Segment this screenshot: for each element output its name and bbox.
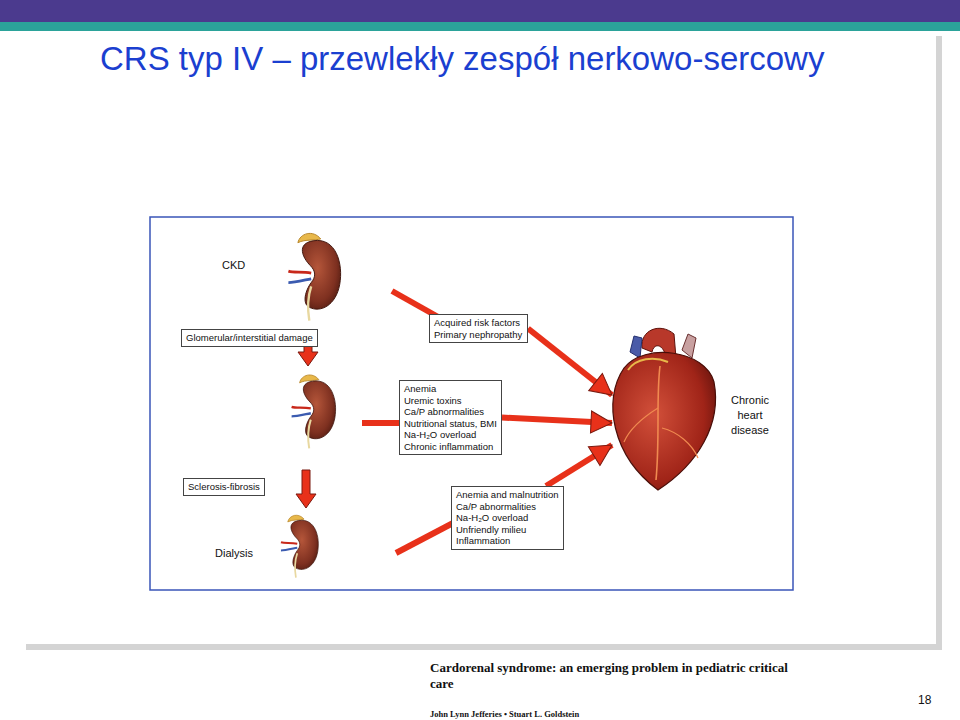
risk-factor-box: Anemia and malnutritionCa/P abnormalitie… [451,486,564,550]
box-text: Unfriendly milieu [456,524,559,536]
damage-box: Sclerosis-fibrosis [183,478,265,496]
source-caption: Cardorenal syndrome: an emerging problem… [430,660,790,692]
box-text: Glomerular/interstitial damage [186,332,313,344]
author-line: John Lynn Jefferies • Stuart L. Goldstei… [430,709,579,719]
slide-title: CRS typ IV – przewlekły zespół nerkowo-s… [100,40,824,78]
box-text: Acquired risk factors [434,317,523,329]
box-text: Ca/P abnormalities [456,501,559,513]
box-text: Anemia and malnutrition [456,489,559,501]
risk-factor-box: AnemiaUremic toxinsCa/P abnormalitiesNut… [399,380,502,455]
page-number: 18 [918,693,931,707]
box-text: Na-H₂O overload [456,512,559,524]
box-text: Uremic toxins [404,395,497,407]
box-text: Chronic inflammation [404,441,497,453]
causal-arrow [528,329,612,396]
progression-arrows [296,330,318,508]
box-text: Sclerosis-fibrosis [188,481,260,493]
stage-label: Dialysis [215,547,253,559]
figure-frame [150,217,793,590]
box-text: Inflammation [456,535,559,547]
box-text: Ca/P abnormalities [404,406,497,418]
page [22,32,936,644]
heart-label: Chronic heart disease [724,393,776,438]
heart-illustration [613,328,716,490]
causal-arrow [502,418,612,424]
kidney-illustration [281,233,341,577]
box-text: Na-H₂O overload [404,429,497,441]
heart-node: Chronic heart disease [612,335,782,500]
box-text: Anemia [404,383,497,395]
accent-stripe [0,22,960,31]
stage-label: CKD [222,259,245,271]
risk-factor-box: Acquired risk factorsPrimary nephropathy [429,314,528,343]
damage-box: Glomerular/interstitial damage [181,329,318,347]
causal-arrow [546,445,612,486]
top-bar [0,0,960,22]
box-text: Nutritional status, BMI [404,418,497,430]
box-text: Primary nephropathy [434,329,523,341]
